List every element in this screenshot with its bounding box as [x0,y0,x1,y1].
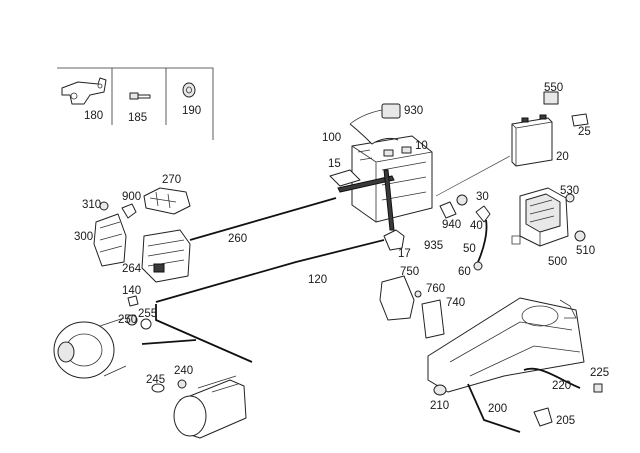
callout-935: 935 [424,240,443,252]
hose-assembly [456,194,491,271]
fuse-box-icon [511,187,569,247]
callout-240: 240 [174,365,193,377]
callout-300: 300 [74,231,93,243]
strap [337,169,395,231]
starter-motor-icon [173,375,247,439]
callout-30: 30 [476,191,489,203]
callout-750: 750 [400,266,419,278]
callout-50: 50 [463,243,476,255]
callout-500: 500 [548,256,567,268]
screw-760 [414,290,422,298]
callout-225: 225 [590,367,609,379]
callout-20: 20 [556,151,569,163]
clamp-17 [383,229,405,251]
callout-940: 940 [442,219,461,231]
bolt-225 [593,383,603,393]
callout-250: 250 [118,314,137,326]
connector-140 [127,295,139,307]
callout-930: 930 [404,105,423,117]
callout-260: 260 [228,233,247,245]
cable-200 [467,383,521,433]
callout-510: 510 [576,245,595,257]
transmission-icon [427,297,585,393]
cable-120 [155,239,385,303]
module-740 [421,299,445,339]
alternator-icon [53,317,127,379]
mat-15 [329,169,361,187]
callout-255: 255 [138,308,157,320]
callout-100: 100 [322,132,341,144]
callout-10: 10 [415,140,428,152]
callout-310: 310 [82,199,101,211]
screw-25 [571,113,589,127]
cable-ground [141,304,253,363]
callout-185: 185 [128,112,147,124]
callout-190: 190 [182,105,201,117]
bracket-940 [439,201,457,219]
callout-200: 200 [488,403,507,415]
callout-60: 60 [458,266,471,278]
clip-900 [121,203,137,219]
callout-270: 270 [162,174,181,186]
module-750 [379,275,415,321]
nut-icon [182,82,196,98]
aux-battery-icon [511,114,553,167]
battery-cable-100 [349,123,399,145]
callout-40: 40 [470,220,483,232]
callout-550: 550 [544,82,563,94]
nut-530 [565,193,575,203]
callout-17: 17 [398,248,411,260]
callout-740: 740 [446,297,465,309]
callout-220: 220 [552,380,571,392]
callout-760: 760 [426,283,445,295]
terminal-240-245 [151,379,187,393]
bolt-icon [129,92,151,100]
callout-180: 180 [84,110,103,122]
fuse-holder-300 [93,213,127,267]
callout-140: 140 [122,285,141,297]
screw-310 [99,201,109,211]
bracket-icon [61,77,107,105]
callout-210: 210 [430,400,449,412]
small-parts-inset [57,67,214,140]
callout-120: 120 [308,274,327,286]
callout-25: 25 [578,126,591,138]
fuse-box-icon [141,229,191,283]
cable-220 [523,367,581,389]
callout-900: 900 [122,191,141,203]
callout-205: 205 [556,415,575,427]
callout-15: 15 [328,158,341,170]
nut-510 [574,230,586,242]
terminal-930 [349,103,401,125]
clip-205 [533,407,553,427]
callout-245: 245 [146,374,165,386]
bolt-210 [433,384,447,396]
relay-270 [143,187,191,215]
callout-530: 530 [560,185,579,197]
cable-260 [189,197,337,241]
connector-250-255 [126,314,152,330]
callout-264: 264 [122,263,142,275]
relay-550 [543,91,559,105]
